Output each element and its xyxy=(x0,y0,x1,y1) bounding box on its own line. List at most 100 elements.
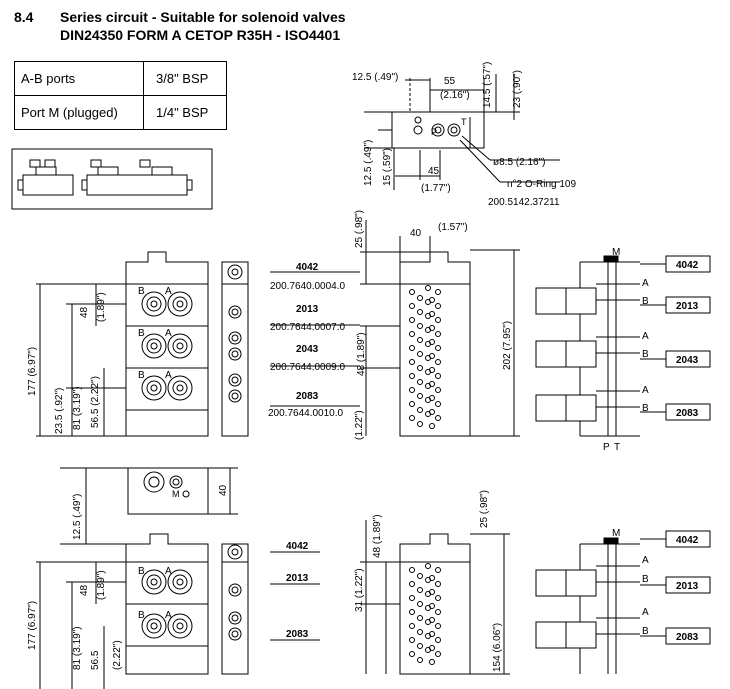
bolt-hole xyxy=(417,573,423,579)
spec-value: 1/4" BSP xyxy=(143,95,227,130)
bolt-hole xyxy=(417,351,423,357)
bolt-hole xyxy=(425,397,431,403)
port-label: B xyxy=(138,328,145,339)
bolt-hole xyxy=(409,401,415,407)
model-code: 200.7644.0009.0 xyxy=(270,362,346,373)
dim-label: ø8.5 (2.16") xyxy=(493,157,545,168)
port-label: A xyxy=(642,331,649,342)
bolt-hole xyxy=(417,379,423,385)
bolt-hole xyxy=(435,623,441,629)
manifold-top-view-bottom xyxy=(360,520,510,675)
spec-label: A-B ports xyxy=(14,61,144,96)
bolt-hole xyxy=(435,651,441,657)
port-label: M xyxy=(172,489,180,499)
dim-label: (1.57") xyxy=(438,222,468,233)
bolt-hole xyxy=(417,601,423,607)
port-label: M xyxy=(612,528,620,539)
dim-label: 177 (6.97") xyxy=(27,347,38,396)
port-label: A xyxy=(165,328,172,339)
schematic-label: 2013 xyxy=(676,581,699,592)
bolt-hole xyxy=(425,619,431,625)
dim-label: 25 (.98") xyxy=(479,490,490,528)
bolt-hole xyxy=(425,383,431,389)
bolt-hole xyxy=(429,659,435,665)
bolt-hole xyxy=(417,643,423,649)
port-label: B xyxy=(642,349,649,360)
bolt-hole xyxy=(435,637,441,643)
dim-label: 81 (3.19") xyxy=(72,386,83,430)
model-name: 2013 xyxy=(296,304,319,315)
port-label: A xyxy=(165,566,172,577)
bolt-hole xyxy=(409,595,415,601)
dim-label: 23 (.90") xyxy=(512,70,523,108)
solenoid-valve-icon xyxy=(17,159,74,196)
bolt-hole xyxy=(435,331,441,337)
bolt-pattern xyxy=(409,285,441,665)
dim-label: 81 (3.19") xyxy=(72,626,83,670)
dim-label: 12.5 (.49") xyxy=(72,494,83,540)
plate-detail xyxy=(60,467,238,545)
schematic-label: 4042 xyxy=(676,260,699,271)
bolt-hole xyxy=(417,309,423,315)
dim-label: 12.5 (.49") xyxy=(363,140,374,186)
spec-table: A-B ports 3/8" BSP Port M (plugged) 1/4"… xyxy=(14,61,227,130)
dim-label: 48 (1.89") xyxy=(372,514,383,558)
dim-label: 15 (.59") xyxy=(382,148,393,186)
schematic-label: 4042 xyxy=(676,535,699,546)
bolt-hole xyxy=(435,595,441,601)
model-code: 200.7644.0007.0 xyxy=(270,322,346,333)
oring-code: 200.5142.37211 xyxy=(488,197,560,208)
bolt-hole xyxy=(435,289,441,295)
port-label: B xyxy=(642,574,649,585)
bolt-hole xyxy=(409,387,415,393)
bolt-hole xyxy=(417,657,423,663)
bolt-hole xyxy=(417,615,423,621)
bolt-hole xyxy=(409,651,415,657)
model-name: 2043 xyxy=(296,344,319,355)
port-pair xyxy=(141,291,193,317)
port-label: P xyxy=(431,127,437,137)
bolt-hole xyxy=(425,299,431,305)
dim-label: 31 (1.22") xyxy=(354,568,365,612)
bolt-hole xyxy=(409,373,415,379)
model-code: 200.7640.0004.0 xyxy=(270,281,346,292)
bolt-hole xyxy=(425,633,431,639)
schematic-label: 2013 xyxy=(676,301,699,312)
manifold-side-view-bottom xyxy=(221,543,320,675)
dim-label: (2.22") xyxy=(112,640,123,670)
dim-label: 48 xyxy=(79,584,90,596)
port-label: B xyxy=(138,566,145,577)
manifold-side-view xyxy=(221,261,360,437)
port-pair xyxy=(141,375,193,401)
bolt-hole xyxy=(409,567,415,573)
bolt-hole xyxy=(425,369,431,375)
dim-label: 40 xyxy=(218,484,229,496)
bolt-hole xyxy=(425,605,431,611)
dim-label: 25 (.98") xyxy=(354,210,365,248)
dim-label: 45 xyxy=(428,166,440,177)
section-number: 8.4 xyxy=(14,9,34,25)
dim-label: 48 (1.89") xyxy=(356,332,367,376)
bolt-hole xyxy=(425,591,431,597)
schematic-label: 2083 xyxy=(676,408,699,419)
manifold-front-view-bottom xyxy=(36,533,209,689)
dim-label: 55 xyxy=(444,76,456,87)
bolt-hole xyxy=(417,365,423,371)
port-label: A xyxy=(642,555,649,566)
dim-label: 202 (7.95") xyxy=(502,321,513,370)
oring-label: n°2 O-Ring 109 xyxy=(507,179,576,190)
bolt-hole xyxy=(435,387,441,393)
bolt-hole xyxy=(425,563,431,569)
model-code: 200.7644.0010.0 xyxy=(268,408,344,419)
table-row: A-B ports 3/8" BSP xyxy=(14,61,227,96)
port-label: A xyxy=(642,607,649,618)
bolt-hole xyxy=(425,285,431,291)
port-label: M xyxy=(612,247,620,258)
model-name: 4042 xyxy=(296,262,319,273)
dim-label: (1.22") xyxy=(354,410,365,440)
bolt-hole xyxy=(417,337,423,343)
bolt-hole xyxy=(425,577,431,583)
bolt-hole xyxy=(435,303,441,309)
top-detail-drawing xyxy=(364,74,560,190)
port-pair xyxy=(141,569,193,595)
